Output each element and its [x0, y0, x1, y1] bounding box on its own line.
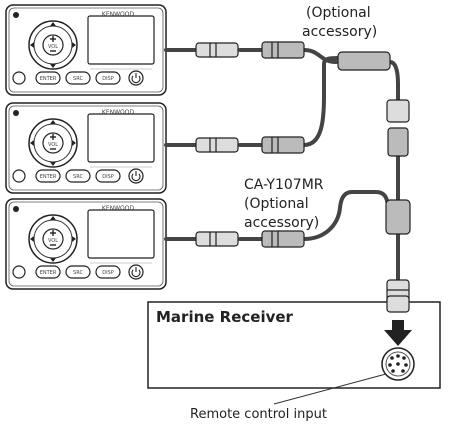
remote-input-jack-icon [381, 347, 415, 381]
y-splitter-top [337, 51, 391, 71]
svg-text:VOL: VOL [48, 238, 58, 244]
remote-unit-2: KENWOOD VOL ENTER SRC DISP [5, 102, 167, 194]
svg-text:ENTER: ENTER [40, 174, 57, 180]
middle-part-number-label: CA-Y107MR [244, 177, 324, 193]
socket-unit2 [261, 136, 305, 154]
receiver-plug-end [386, 295, 410, 313]
y-splitter-middle [385, 199, 411, 235]
svg-text:ENTER: ENTER [40, 76, 57, 82]
remote-unit-1: KENWOOD VOL ENTER SRC DISP [5, 4, 167, 96]
remote-unit-3: KENWOOD VOL ENTER SRC DISP [5, 198, 167, 290]
vertical-plug-top [386, 99, 410, 123]
svg-text:SRC: SRC [73, 76, 83, 82]
svg-text:DISP: DISP [102, 174, 114, 180]
insert-arrow-icon [384, 320, 412, 346]
plug-unit3 [195, 231, 239, 247]
svg-text:SRC: SRC [73, 270, 83, 276]
middle-optional-label-line1: (Optional [244, 196, 309, 212]
marine-receiver-label: Marine Receiver [156, 308, 294, 326]
svg-text:KENWOOD: KENWOOD [102, 205, 135, 212]
plug-unit2 [195, 137, 239, 153]
svg-text:ENTER: ENTER [40, 270, 57, 276]
middle-optional-label-line2: accessory) [244, 215, 319, 231]
socket-unit3 [261, 230, 305, 248]
svg-text:SRC: SRC [73, 174, 83, 180]
connectors [195, 41, 411, 313]
svg-text:KENWOOD: KENWOOD [102, 109, 135, 116]
top-optional-label-line1: (Optional [306, 5, 371, 21]
remote-control-input-label: Remote control input [190, 407, 327, 422]
svg-text:KENWOOD: KENWOOD [102, 11, 135, 18]
vertical-socket-top [387, 127, 409, 157]
plug-unit1 [195, 42, 239, 58]
socket-unit1 [261, 41, 305, 59]
remote-input-pointer [273, 373, 387, 405]
svg-text:VOL: VOL [48, 142, 58, 148]
top-optional-label-line2: accessory) [302, 24, 377, 40]
svg-text:VOL: VOL [48, 44, 58, 50]
cables [164, 48, 400, 282]
svg-text:DISP: DISP [102, 270, 114, 276]
svg-text:DISP: DISP [102, 76, 114, 82]
